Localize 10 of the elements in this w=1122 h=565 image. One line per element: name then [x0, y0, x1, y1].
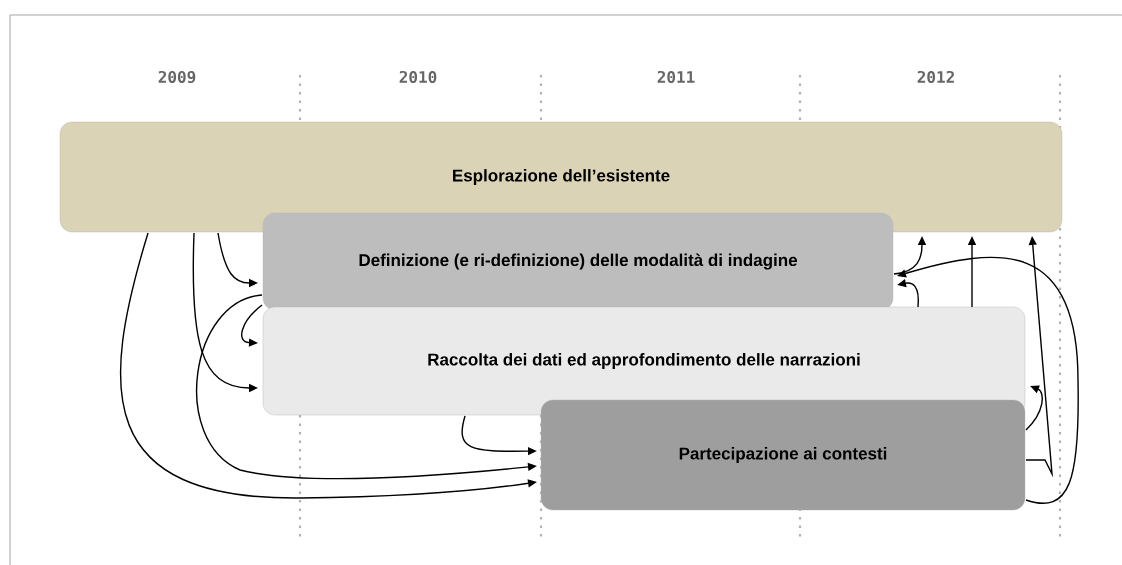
year-label: 2011	[657, 70, 695, 84]
year-label: 2009	[158, 70, 196, 84]
process-box: Partecipazione ai contesti	[540, 399, 1026, 511]
arrow	[897, 256, 1079, 504]
year-label: 2010	[399, 70, 437, 84]
arrow	[1025, 385, 1043, 431]
arrow	[241, 304, 263, 347]
process-box: Raccolta dei dati ed approfondimento delle narrazioni	[262, 306, 1026, 416]
year-label: 2012	[917, 70, 954, 84]
process-box: Definizione (e ri-definizione) delle modalità di indagine	[262, 212, 894, 311]
